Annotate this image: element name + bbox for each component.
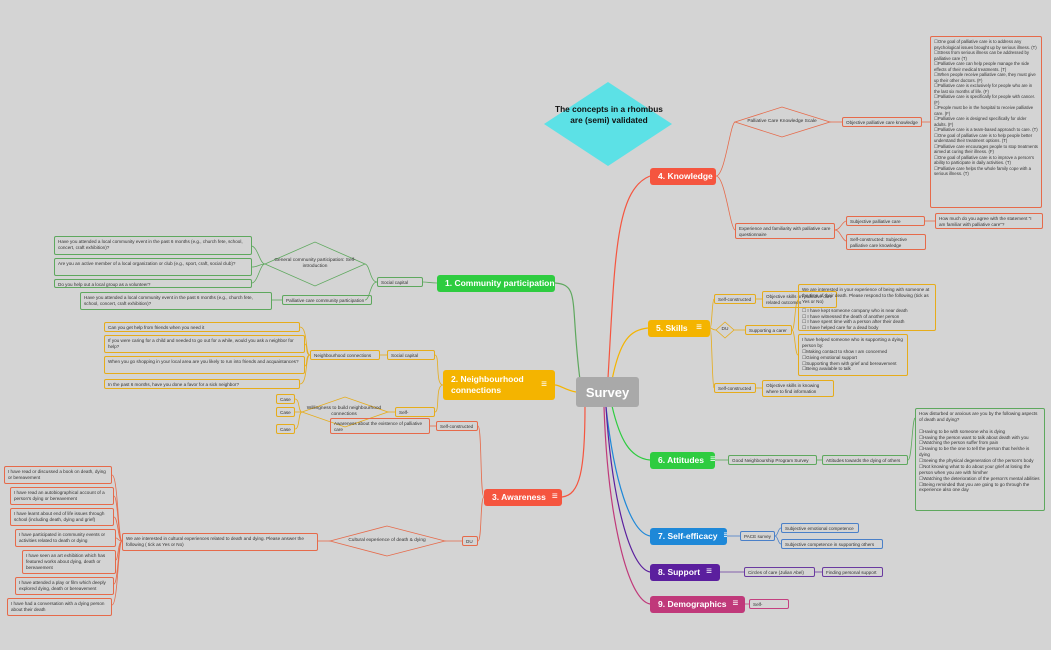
awareness-du-node[interactable]: DU xyxy=(462,536,478,546)
knowledge-scale-label[interactable]: Palliative Care Knowledge Scale xyxy=(747,119,817,124)
community-question-3[interactable]: Do you help out a local group as a volun… xyxy=(54,279,252,288)
knowledge-items-list[interactable]: ☐One goal of palliative care is to addre… xyxy=(930,36,1042,208)
finding-support-node[interactable]: Finding personal support xyxy=(822,567,883,577)
case-3-node[interactable]: Case 3 xyxy=(276,424,295,434)
root-node[interactable]: Survey xyxy=(576,377,639,407)
neighbourhood-connections-node[interactable]: Neighbourhood connections xyxy=(310,350,380,360)
cultural-item-1[interactable]: I have read or discussed a book on death… xyxy=(4,466,112,484)
branch-neighbourhood-connections[interactable]: 2. Neighbourhood connections≡ xyxy=(443,370,555,400)
menu-icon: ≡ xyxy=(732,598,739,610)
supporting-carer-node[interactable]: Supporting a carer xyxy=(745,325,792,335)
cultural-experience-label[interactable]: Cultural experience of death & dying xyxy=(348,538,426,543)
menu-icon: ≡ xyxy=(706,566,712,578)
branch-self-efficacy[interactable]: 7. Self-efficacy≡ xyxy=(650,528,727,545)
demographics-selfcon[interactable]: Self-constructed xyxy=(749,599,789,609)
menu-icon: ≡ xyxy=(709,454,715,466)
cultural-item-7[interactable]: I have had a conversation with a dying p… xyxy=(7,598,112,616)
branch-support[interactable]: 8. Support≡ xyxy=(650,564,720,581)
circles-of-care-node[interactable]: Circles of care (Julian Abel) xyxy=(744,567,815,577)
community-question-2[interactable]: Are you an active member of a local orga… xyxy=(54,258,252,276)
skills-selfcon-2[interactable]: Self-constructed xyxy=(714,383,756,393)
menu-icon: ≡ xyxy=(723,530,727,542)
awareness-selfcon[interactable]: Self-constructed xyxy=(436,421,478,431)
objective-skills-information[interactable]: Objective skills in knowing where to fin… xyxy=(762,380,834,397)
community-social-capital-node[interactable]: Social capital survey xyxy=(377,277,423,287)
cultural-item-4[interactable]: I have participated in community events … xyxy=(15,529,116,547)
neighbourhood-selfcon[interactable]: Self-constructed xyxy=(395,407,435,417)
distress-items-list[interactable]: How disturbed or anxious are you by the … xyxy=(915,408,1045,511)
branch-awareness[interactable]: 3. Awareness≡ xyxy=(484,489,562,506)
objective-knowledge-node[interactable]: Objective palliative care knowledge xyxy=(842,117,922,127)
community-question-1[interactable]: Have you attended a local community even… xyxy=(54,236,252,255)
helping-supporter-list[interactable]: I have helped someone who is supporting … xyxy=(798,334,908,376)
cultural-item-6[interactable]: I have attended a play or film which dee… xyxy=(15,577,114,595)
validated-note: The concepts in a rhombus are (semi) val… xyxy=(555,104,663,126)
cultural-item-2[interactable]: I have read an autobiographical account … xyxy=(10,487,114,505)
neighbourhood-question-1[interactable]: Can you get help from friends when you n… xyxy=(104,322,300,332)
branch-attitudes[interactable]: 6. Attitudes≡ xyxy=(650,452,715,469)
case-1-node[interactable]: Case 1 xyxy=(276,394,295,404)
general-participation-label[interactable]: General community participation: Self-in… xyxy=(274,258,356,269)
branch-demographics[interactable]: 9. Demographics≡ xyxy=(650,596,745,613)
branch-skills[interactable]: 5. Skills≡ xyxy=(648,320,710,337)
pace-survey-node[interactable]: PACE survey xyxy=(740,531,775,541)
cultural-question-node[interactable]: We are interested in cultural experience… xyxy=(122,533,318,551)
menu-icon: ≡ xyxy=(551,491,558,503)
good-neighbourship-survey[interactable]: Good Neighbourship Program Survey xyxy=(728,455,817,465)
skills-selfcon-1[interactable]: Self-constructed xyxy=(714,294,756,304)
branch-knowledge[interactable]: 4. Knowledge≡ xyxy=(650,168,716,185)
neighbourhood-question-2[interactable]: If you were caring for a child and neede… xyxy=(104,335,305,353)
neighbourhood-question-4[interactable]: In the past 6 months, have you done a fa… xyxy=(104,379,300,389)
skills-du-label[interactable]: DU xyxy=(721,327,729,332)
selfcon-subjective-knowledge[interactable]: Self-constructed: Subjective palliative … xyxy=(846,234,926,250)
cultural-item-3[interactable]: I have learnt about end of life issues t… xyxy=(10,508,114,526)
validated-legend-shape xyxy=(544,82,672,166)
supporting-competence-node[interactable]: Subjective competence in supporting othe… xyxy=(781,539,883,549)
menu-icon: ≡ xyxy=(696,322,702,334)
awareness-palliative-node[interactable]: Awareness about the existence of palliat… xyxy=(330,418,430,434)
subjective-knowledge-node[interactable]: Subjective palliative care knowledge xyxy=(846,216,925,226)
palliative-community-participation[interactable]: Palliative care community participation xyxy=(282,295,372,305)
experience-questionnaire-node[interactable]: Experience and familiarity with palliati… xyxy=(735,223,835,239)
emotional-competence-node[interactable]: Subjective emotional competence xyxy=(781,523,859,533)
neighbourhood-question-3[interactable]: When you go shopping in your local area … xyxy=(104,356,305,374)
branch-community-participation[interactable]: 1. Community participation≡ xyxy=(437,275,555,292)
neighbourhood-social-capital-node[interactable]: Social capital survey xyxy=(387,350,435,360)
menu-icon: ≡ xyxy=(541,378,547,390)
objective-skills-outcomes[interactable]: Objective skills on palliative care rela… xyxy=(762,291,837,308)
attitudes-dying-node[interactable]: Attitudes towards the dying of others xyxy=(822,455,908,465)
case-2-node[interactable]: Case 2 xyxy=(276,407,295,417)
cultural-item-5[interactable]: I have seen an art exhibition which has … xyxy=(22,550,116,574)
subjective-knowledge-question[interactable]: How much do you agree with the statement… xyxy=(935,213,1043,229)
experience-with-death-node[interactable]: We are interested in your experience of … xyxy=(798,284,936,331)
community-question-4[interactable]: Have you attended a local community even… xyxy=(80,292,272,310)
willingness-label[interactable]: Willingness to build neighbourhood conne… xyxy=(306,406,382,417)
